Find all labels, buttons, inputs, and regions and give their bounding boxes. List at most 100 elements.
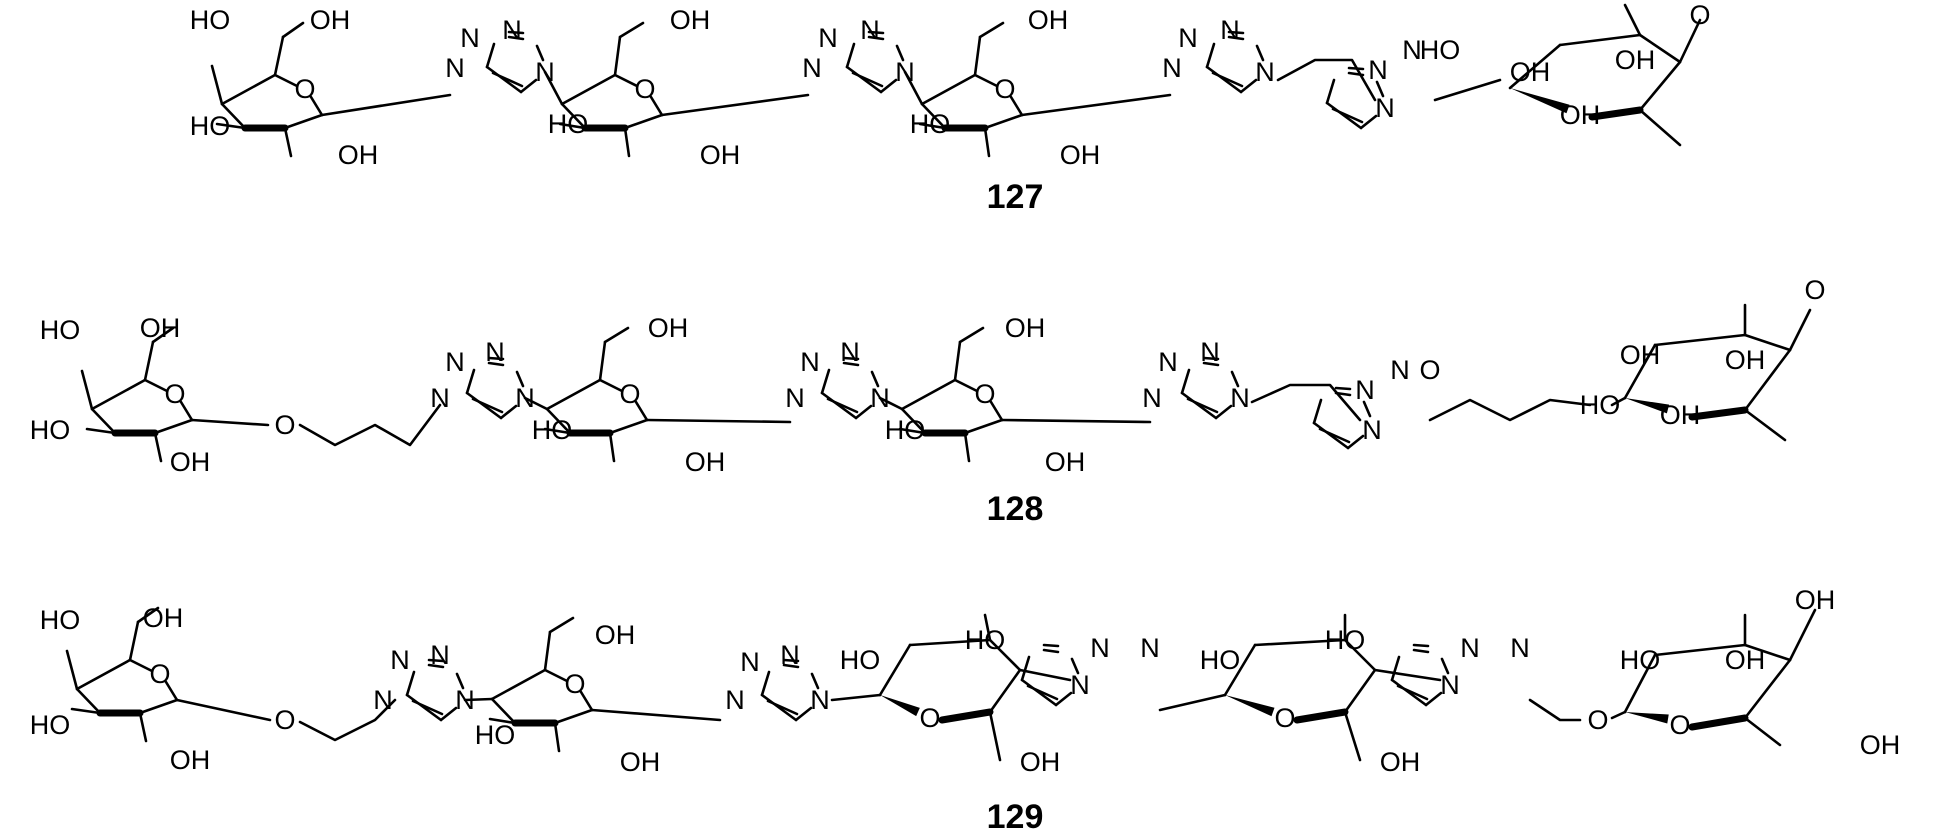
compound-127-atom-oh: HO — [190, 5, 231, 35]
bond-line — [1202, 361, 1220, 367]
compound-129-atom-oh: OH — [1795, 585, 1836, 615]
bond-line — [1180, 391, 1218, 420]
bond-line — [90, 378, 147, 411]
compound-129-atom-n: N — [780, 640, 800, 670]
compound-128-atom-oh: O — [1804, 275, 1825, 305]
bond-line — [465, 391, 503, 420]
bond-line — [1424, 691, 1443, 707]
bond-line — [1009, 95, 1024, 117]
compound-129-atom-oh: OH — [1725, 645, 1766, 675]
compound-128-atom-oh: HO — [40, 315, 81, 345]
bond-line — [613, 35, 622, 77]
bond-line — [1020, 678, 1058, 707]
bond-line — [1623, 653, 1657, 714]
compound-129-atom-n: N — [430, 640, 450, 670]
bond-line — [1638, 60, 1682, 112]
bond-line — [598, 378, 624, 393]
bond-line — [908, 638, 992, 647]
bond-line — [978, 21, 1005, 39]
compound-127-atom-oh: HO — [190, 111, 231, 141]
bond-line — [1653, 643, 1747, 657]
bond-line — [485, 65, 523, 94]
compound-labels: 127 128 129 — [987, 178, 1044, 835]
compound-129-atom-oh: OH — [1020, 747, 1061, 777]
bond-line — [1743, 658, 1792, 720]
bond-line — [143, 378, 169, 393]
propyl-linker — [298, 403, 442, 447]
bond-line — [1054, 691, 1073, 707]
bond-line — [273, 35, 285, 77]
bond-line — [128, 658, 154, 673]
bond-line — [1346, 434, 1365, 450]
bond-line — [973, 35, 982, 77]
bond-line — [151, 326, 175, 344]
bond-line — [411, 699, 444, 716]
bond-line — [1623, 343, 1657, 400]
bond-line — [903, 70, 924, 106]
bond-line — [491, 71, 524, 88]
bond-line — [1205, 65, 1243, 94]
bond-line — [1558, 33, 1642, 47]
bond-line — [867, 30, 885, 35]
compound-129-atom-oh: OH — [595, 620, 636, 650]
bond-line — [1202, 356, 1220, 361]
compound-128-atom-n: N — [1362, 415, 1382, 445]
compound-127-atom-n: HO — [1420, 35, 1461, 65]
bond-line — [1325, 101, 1363, 130]
bond-line — [487, 361, 505, 367]
bond-line — [1255, 44, 1265, 62]
bond-line — [1331, 107, 1364, 124]
bond-line — [623, 126, 631, 158]
bond-line — [65, 649, 79, 691]
bond-line — [405, 693, 443, 722]
bond-line — [1227, 35, 1245, 41]
bond-line — [560, 73, 617, 106]
compound-128-atom-n: N — [485, 337, 505, 367]
bond-line — [1743, 408, 1787, 442]
bond-line — [820, 391, 858, 420]
bond-line — [1239, 78, 1258, 94]
compound-127-atom-n: N — [1255, 57, 1275, 87]
bond-line — [1610, 710, 1627, 720]
bond-line — [867, 35, 885, 41]
compound-129-atom-n: N — [725, 685, 745, 715]
bond-line — [1227, 30, 1245, 35]
bond-line — [845, 65, 883, 94]
bond-line — [1343, 710, 1362, 762]
bond-line — [820, 368, 831, 395]
compound-127-atom-n: N — [860, 15, 880, 45]
bond-line — [138, 698, 179, 715]
compound-128-atom-n: O — [1419, 355, 1440, 385]
compound-128-atom-n: N — [785, 383, 805, 413]
compound-128-atom-oh: HO — [885, 415, 926, 445]
bond-line — [545, 407, 572, 435]
compound-128-atom-o-link: HO — [1580, 390, 1621, 420]
bond-line — [1375, 80, 1385, 98]
bond-line — [826, 397, 859, 414]
compound-129-atom-oh: HO — [1200, 645, 1241, 675]
bond-line — [553, 708, 594, 725]
bond-line — [70, 707, 102, 715]
bond-line — [405, 670, 416, 697]
bond-line — [1026, 684, 1059, 701]
bond-line — [179, 400, 194, 422]
bond-line — [153, 431, 163, 463]
bond-line — [1186, 397, 1219, 414]
bond-line — [878, 643, 912, 697]
compound-129-atom-n: N — [1140, 633, 1160, 663]
compound-129-atom-oh: HO — [1325, 625, 1366, 655]
bond-line — [898, 427, 927, 435]
bond-line — [1610, 396, 1627, 407]
compound-127-atom-n: N — [460, 23, 480, 53]
bond-line — [190, 418, 270, 427]
bond-line — [210, 64, 224, 106]
bond-line — [1070, 657, 1080, 675]
bond-line — [1042, 648, 1060, 654]
bond-line — [1653, 333, 1747, 347]
compound-129-atom-oh: HO — [1620, 645, 1661, 675]
bond-line — [548, 616, 575, 634]
bond-line — [963, 418, 1004, 435]
bond-line — [128, 620, 140, 662]
bond-line — [608, 418, 649, 435]
bond-line — [623, 113, 664, 130]
